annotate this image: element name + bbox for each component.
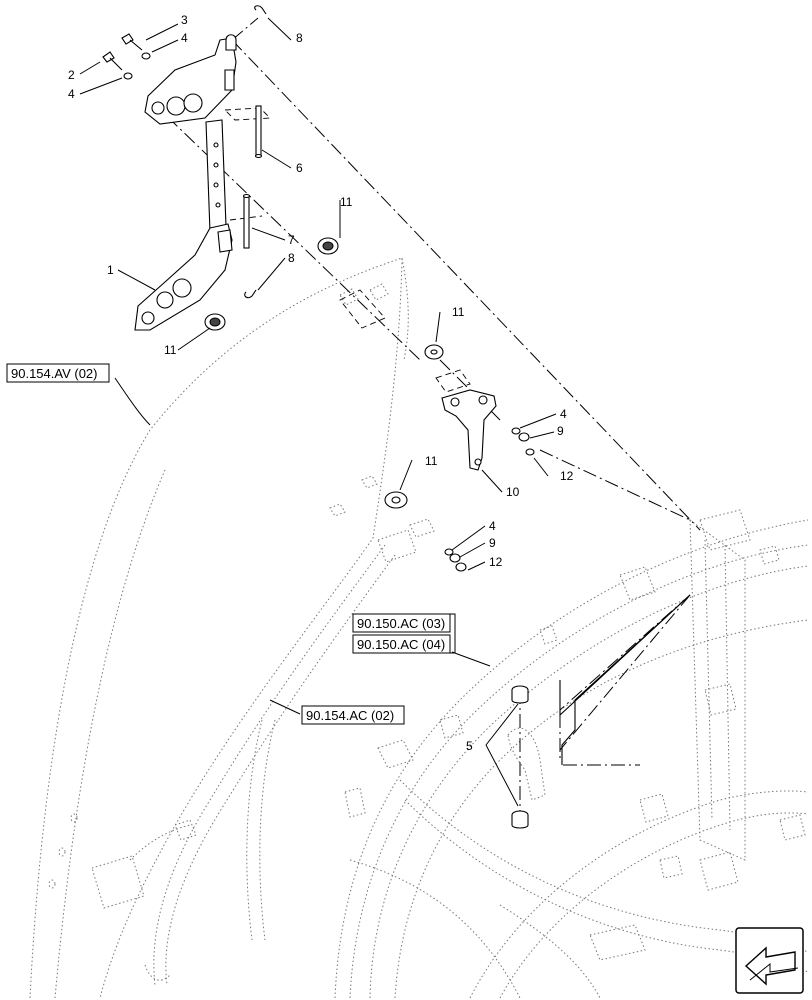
callout-4: 4 (560, 407, 567, 421)
callout-labels: 3 4 2 4 8 6 7 8 11 1 11 11 4 9 12 10 11 … (68, 13, 574, 753)
grommet-11-c (424, 344, 444, 360)
grommet-11-a (317, 237, 339, 255)
hinge-arm (507, 727, 546, 801)
reference-box-90-154-ac-02[interactable]: 90.154.AC (02) (301, 705, 405, 725)
direction-arrow (559, 594, 691, 765)
callout-4: 4 (68, 87, 75, 101)
callout-1: 1 (107, 263, 114, 277)
leader-lines (79, 17, 557, 807)
bolt-3 (121, 33, 143, 51)
callout-9: 9 (489, 536, 496, 550)
bushing-5-top (511, 685, 529, 704)
callout-2: 2 (68, 68, 75, 82)
callout-11: 11 (452, 305, 465, 319)
callout-5: 5 (466, 739, 473, 753)
callout-4: 4 (181, 31, 188, 45)
washer-4-b (123, 72, 133, 80)
nut-9-b (449, 553, 461, 563)
svg-text:90.154.AC (02): 90.154.AC (02) (306, 708, 394, 723)
callout-10: 10 (506, 485, 520, 499)
assembly-axis-lines (149, 17, 701, 820)
callout-7: 7 (288, 233, 295, 247)
callout-12: 12 (489, 555, 503, 569)
glass-panel (29, 257, 409, 999)
cap-12-b (455, 562, 467, 572)
svg-text:90.150.AC (03): 90.150.AC (03) (357, 616, 445, 631)
callout-4: 4 (489, 519, 496, 533)
grommet-11-d (384, 491, 408, 509)
hinge-bracket-assembly (134, 34, 237, 331)
grommet-11-b (204, 313, 226, 331)
callout-8: 8 (296, 31, 303, 45)
cab-frame (91, 509, 809, 999)
callout-11: 11 (425, 454, 438, 468)
reference-box-90-154-av-02[interactable]: 90.154.AV (02) (6, 363, 110, 383)
callout-3: 3 (181, 13, 188, 27)
reference-box-90-150-ac-03[interactable]: 90.150.AC (03) (352, 613, 451, 633)
bracket-10 (441, 389, 497, 471)
callout-8: 8 (288, 251, 295, 265)
washer-4-c (511, 427, 521, 435)
callout-11: 11 (164, 343, 177, 357)
clip-8-top (254, 5, 267, 15)
callout-6: 6 (296, 161, 303, 175)
nut-9-a (518, 432, 530, 442)
bushing-5-bottom (511, 810, 529, 829)
washer-4-d (444, 548, 454, 556)
callout-9: 9 (557, 424, 564, 438)
svg-text:90.154.AV (02): 90.154.AV (02) (11, 366, 97, 381)
pin-7 (242, 193, 251, 249)
reference-box-90-150-ac-04[interactable]: 90.150.AC (04) (352, 634, 451, 654)
pin-6 (254, 105, 263, 159)
svg-text:90.150.AC (04): 90.150.AC (04) (357, 637, 445, 652)
cap-12-a (525, 448, 535, 456)
clip-8-lower (244, 289, 257, 299)
callout-12: 12 (560, 469, 574, 483)
callout-11: 11 (340, 195, 353, 209)
washer-4-a (141, 52, 151, 60)
bolt-2 (102, 51, 123, 71)
arrow-left-icon[interactable] (735, 927, 804, 994)
